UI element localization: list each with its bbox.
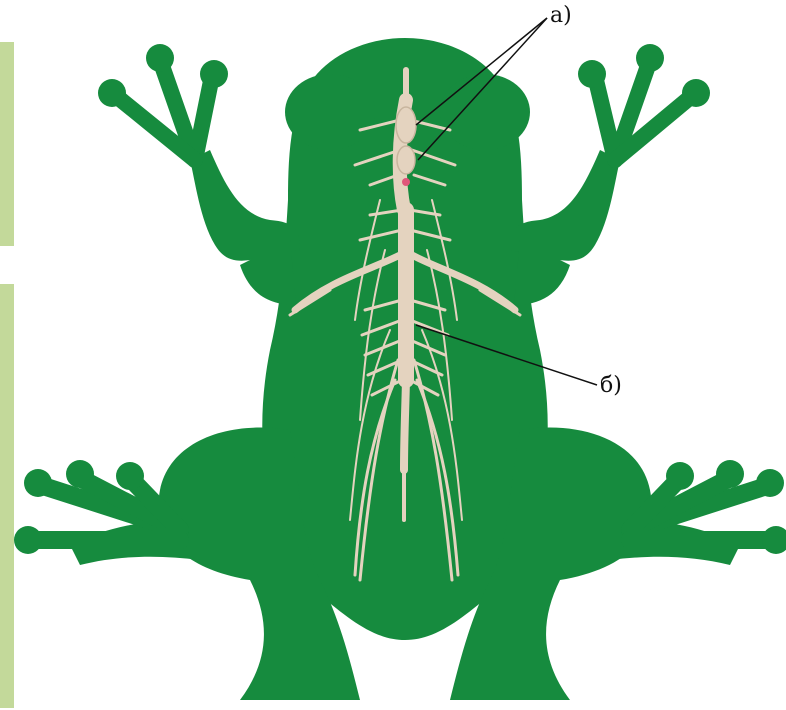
- frog-eye-left: [285, 74, 375, 150]
- label-b: б): [600, 373, 622, 398]
- frog-arm-right: [510, 44, 710, 305]
- brain-accent-dot: [402, 178, 410, 186]
- label-a: а): [550, 3, 572, 28]
- frog-arm-left: [98, 44, 300, 305]
